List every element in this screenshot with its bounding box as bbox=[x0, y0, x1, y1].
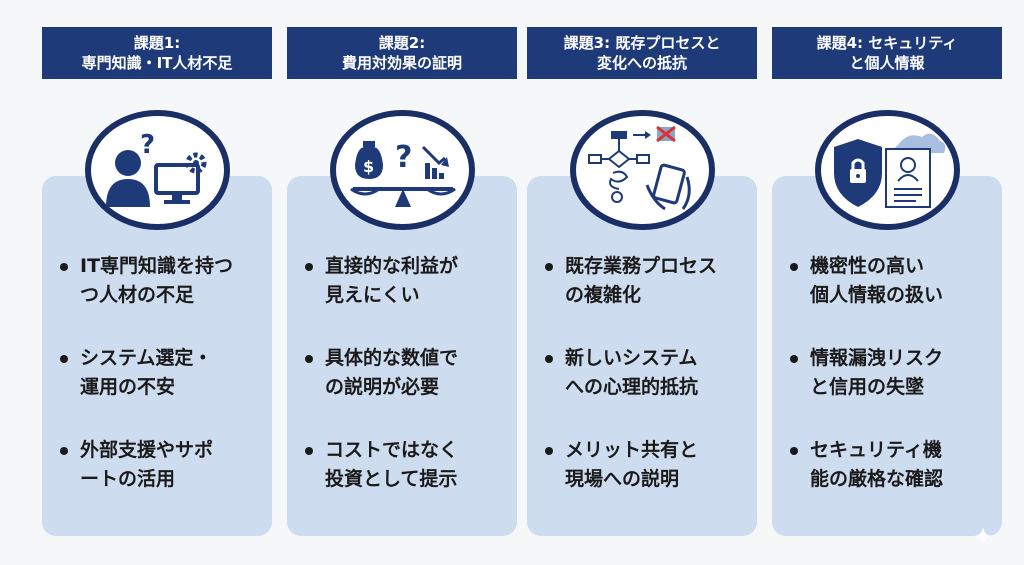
bullet-list: IT専門知識を持つつ人材の不足 システム選定・運用の不安 外部支援やサポートの活… bbox=[58, 252, 268, 528]
bullet-item: 直接的な利益が見えにくい bbox=[303, 252, 513, 310]
header-line: と個人情報 bbox=[849, 54, 925, 72]
bullet-list: 既存業務プロセスの複雑化 新しいシステムへの心理的抵抗 メリット共有と現場への説… bbox=[543, 252, 753, 528]
bullet-list: 直接的な利益が見えにくい 具体的な数値での説明が必要 コストではなく投資として提… bbox=[303, 252, 513, 528]
icon-circle: $ ? bbox=[330, 110, 475, 230]
challenge-header: 課題3: 既存プロセスと 変化への抵抗 bbox=[527, 27, 757, 79]
icon-circle bbox=[815, 110, 960, 230]
svg-text:?: ? bbox=[395, 140, 412, 175]
header-line: 変化への抵抗 bbox=[596, 54, 687, 72]
challenge-column-2: 課題2: 費用対効果の証明 $ ? 直接的な利益が見えにくい 具体的な数値での説… bbox=[287, 0, 517, 565]
person-computer-gear-icon: ? bbox=[105, 130, 206, 207]
sparkle-icon bbox=[974, 527, 992, 545]
header-line: 課題1: bbox=[133, 34, 181, 52]
shield-lock-document-icon bbox=[833, 133, 945, 208]
bullet-item: IT専門知識を持つつ人材の不足 bbox=[58, 252, 268, 310]
challenge-column-1: 課題1: 専門知識・IT人材不足 ? IT専門知識を持つつ人材の不足 システム選… bbox=[42, 0, 272, 565]
challenge-card bbox=[287, 176, 517, 536]
icon-circle bbox=[570, 110, 715, 230]
svg-text:$: $ bbox=[363, 157, 374, 176]
challenge-header: 課題2: 費用対効果の証明 bbox=[287, 27, 517, 79]
bullet-item: コストではなく投資として提示 bbox=[303, 436, 513, 494]
challenge-header: 課題1: 専門知識・IT人材不足 bbox=[42, 27, 272, 79]
challenge-column-3: 課題3: 既存プロセスと 変化への抵抗 既存業務プロセスの複雑化 新しいシステム… bbox=[527, 0, 757, 565]
challenge-card bbox=[772, 176, 1002, 536]
challenge-header: 課題4: セキュリティ と個人情報 bbox=[772, 27, 1002, 79]
challenge-card bbox=[527, 176, 757, 536]
bullet-item: 新しいシステムへの心理的抵抗 bbox=[543, 344, 753, 402]
challenge-column-4: 課題4: セキュリティ と個人情報 機密性の高い個人情報の扱い 情報漏洩リスクと… bbox=[772, 0, 1002, 565]
header-line: 課題2: bbox=[378, 34, 426, 52]
challenge-card bbox=[42, 176, 272, 536]
header-line: 課題4: セキュリティ bbox=[816, 34, 958, 52]
bullet-list: 機密性の高い個人情報の扱い 情報漏洩リスクと信用の失墜 セキュリティ機能の厳格な… bbox=[788, 252, 998, 528]
bullet-item: 機密性の高い個人情報の扱い bbox=[788, 252, 998, 310]
bullet-item: セキュリティ機能の厳格な確認 bbox=[788, 436, 998, 494]
bullet-item: メリット共有と現場への説明 bbox=[543, 436, 753, 494]
icon-circle: ? bbox=[85, 110, 230, 230]
bullet-item: 外部支援やサポートの活用 bbox=[58, 436, 268, 494]
header-line: 課題3: 既存プロセスと bbox=[563, 34, 721, 52]
money-scale-question-icon: $ ? bbox=[349, 140, 456, 207]
header-line: 費用対効果の証明 bbox=[341, 54, 462, 72]
bullet-item: 具体的な数値での説明が必要 bbox=[303, 344, 513, 402]
process-flow-tablet-icon bbox=[587, 125, 691, 211]
bullet-item: 情報漏洩リスクと信用の失墜 bbox=[788, 344, 998, 402]
bullet-item: 既存業務プロセスの複雑化 bbox=[543, 252, 753, 310]
header-line: 専門知識・IT人材不足 bbox=[81, 54, 233, 72]
bullet-item: システム選定・運用の不安 bbox=[58, 344, 268, 402]
svg-text:?: ? bbox=[140, 130, 155, 160]
